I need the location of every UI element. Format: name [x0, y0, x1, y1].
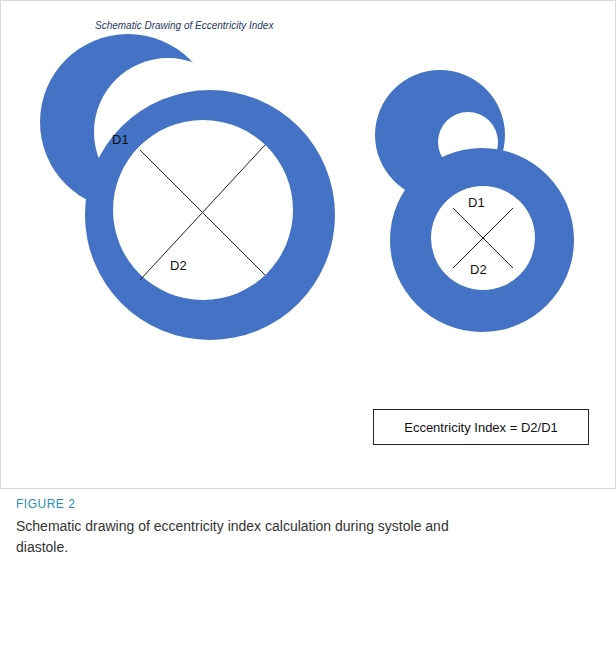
lv-wall: [85, 90, 335, 340]
diameter-line: [140, 145, 265, 280]
lv-cavity: [431, 186, 535, 290]
formula-text: Eccentricity Index = D2/D1: [404, 420, 558, 435]
lv-wall: [390, 148, 574, 332]
figure-caption: Schematic drawing of eccentricity index …: [16, 516, 486, 558]
diameter-line: [453, 208, 513, 268]
figure-number: FIGURE 2: [16, 497, 75, 511]
diameter-label: D2: [470, 262, 487, 277]
figure-frame: [1, 1, 616, 489]
formula-box: Eccentricity Index = D2/D1: [373, 409, 589, 445]
diameter-label: D1: [112, 132, 129, 147]
lv-cavity: [113, 120, 293, 300]
figure-heading: Schematic Drawing of Eccentricity Index: [95, 20, 273, 31]
diameter-label: D2: [170, 258, 187, 273]
diameter-label: D1: [468, 195, 485, 210]
diameter-line: [453, 208, 513, 268]
